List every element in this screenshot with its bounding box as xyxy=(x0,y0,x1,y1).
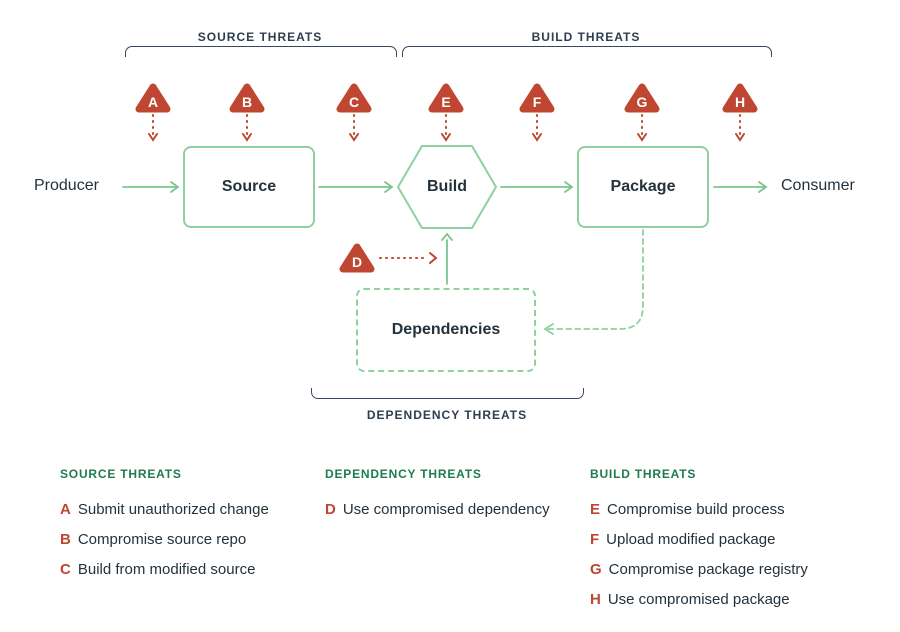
dashed-package-dependencies xyxy=(543,229,644,335)
legend-item-letter: H xyxy=(590,591,601,608)
legend-item: F Upload modified package xyxy=(590,525,850,555)
threat-marker-f: F xyxy=(518,82,556,114)
legend-item-letter: A xyxy=(60,501,71,518)
legend-item-text: Submit unauthorized change xyxy=(77,501,269,518)
threat-marker-h: H xyxy=(721,82,759,114)
legend-item-text: Compromise package registry xyxy=(608,561,808,578)
legend-item-text: Build from modified source xyxy=(77,561,256,578)
threat-letter: D xyxy=(351,253,363,270)
threat-letter: E xyxy=(441,93,451,110)
legend-item-text: Compromise source repo xyxy=(77,531,247,548)
dependencies-node: Dependencies xyxy=(356,288,536,372)
build-node: Build xyxy=(395,143,499,236)
source-node: Source xyxy=(183,146,315,228)
threat-marker-g: G xyxy=(623,82,661,114)
threat-letter: B xyxy=(241,93,253,110)
build-node-label: Build xyxy=(427,178,467,195)
source-threats-bracket xyxy=(125,46,397,57)
legend-item-letter: D xyxy=(325,501,336,518)
threat-marker-d: D xyxy=(338,242,376,274)
dependency-threats-bracket xyxy=(311,388,584,399)
source-threats-bracket-label: SOURCE THREATS xyxy=(197,30,323,44)
legend-item-text: Compromise build process xyxy=(607,501,785,518)
legend-item-letter: F xyxy=(590,531,600,548)
legend-item-text: Use compromised package xyxy=(607,591,790,608)
legend-item: B Compromise source repo xyxy=(60,525,320,555)
legend-item-letter: C xyxy=(60,561,71,578)
dependency-threats-bracket-label: DEPENDENCY THREATS xyxy=(366,408,528,422)
threat-letter: C xyxy=(348,93,360,110)
threat-marker-e: E xyxy=(427,82,465,114)
legend-item-text: Use compromised dependency xyxy=(342,501,550,518)
threat-marker-a: A xyxy=(134,82,172,114)
legend-dependency-threats: DEPENDENCY THREATS D Use compromised depe… xyxy=(325,467,585,525)
legend-item: G Compromise package registry xyxy=(590,555,850,585)
threat-letter: A xyxy=(147,93,159,110)
threat-marker-b: B xyxy=(228,82,266,114)
threat-letter: G xyxy=(636,93,648,110)
legend-item: H Use compromised package xyxy=(590,585,850,615)
legend-item: C Build from modified source xyxy=(60,555,320,585)
consumer-label: Consumer xyxy=(781,177,855,194)
legend-source-threats: SOURCE THREATS A Submit unauthorized chan… xyxy=(60,467,320,585)
build-threats-bracket xyxy=(402,46,772,57)
legend-item-letter: B xyxy=(60,531,71,548)
legend-item: E Compromise build process xyxy=(590,495,850,525)
legend-item-letter: E xyxy=(590,501,601,518)
threat-letter: F xyxy=(532,93,542,110)
producer-label: Producer xyxy=(34,177,99,194)
legend-heading: SOURCE THREATS xyxy=(60,467,182,481)
legend-item-letter: G xyxy=(590,561,602,578)
build-threats-bracket-label: BUILD THREATS xyxy=(531,30,641,44)
legend-heading: BUILD THREATS xyxy=(590,467,697,481)
threat-marker-c: C xyxy=(335,82,373,114)
threat-letter: H xyxy=(734,93,746,110)
legend-heading: DEPENDENCY THREATS xyxy=(325,467,482,481)
package-node: Package xyxy=(577,146,709,228)
legend-item: D Use compromised dependency xyxy=(325,495,585,525)
legend-item-text: Upload modified package xyxy=(606,531,776,548)
legend-item: A Submit unauthorized change xyxy=(60,495,320,525)
